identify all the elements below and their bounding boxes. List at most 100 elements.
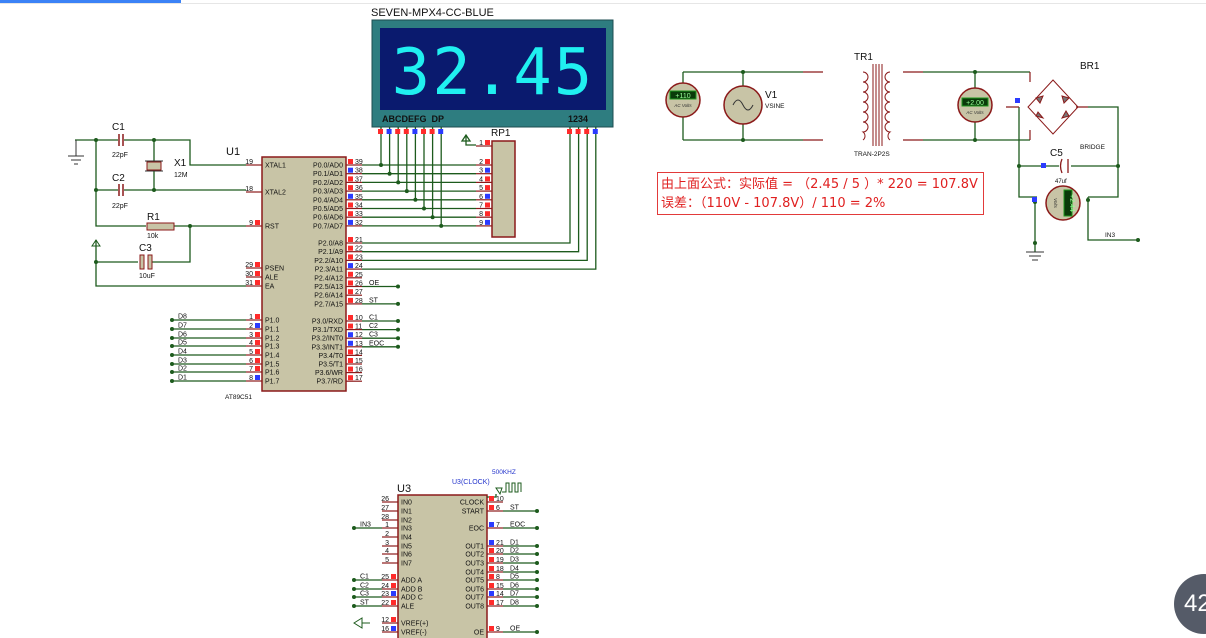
- display-digit-pin[interactable]: [362, 127, 598, 270]
- pin-vref-[interactable]: VREF(+)12: [381, 617, 428, 628]
- ac-voltmeter-primary[interactable]: +110 AC Volts: [665, 82, 701, 118]
- rp1-pin[interactable]: 4: [362, 176, 492, 183]
- rp1-pin[interactable]: 2: [362, 159, 492, 166]
- display-segment-pin[interactable]: [395, 127, 401, 185]
- rp1-pin[interactable]: 3: [362, 167, 492, 175]
- rp1-pin[interactable]: 5: [362, 185, 492, 192]
- u1-microcontroller[interactable]: U1 AT89C51: [225, 146, 347, 401]
- display-segment-pin[interactable]: [438, 127, 444, 228]
- capacitor-c2[interactable]: C2 22pF: [112, 173, 128, 210]
- sine-source-v1[interactable]: V1 VSINE: [723, 85, 785, 125]
- rp1-pin[interactable]: 7: [362, 202, 492, 210]
- crystal-x1[interactable]: X1 12M: [145, 158, 188, 179]
- pin-vref-[interactable]: VREF(-)16: [381, 626, 427, 637]
- capacitor-c1[interactable]: C1 22pF: [112, 122, 128, 159]
- resistor-r1[interactable]: R1 10k: [146, 212, 175, 240]
- display-segment-pin[interactable]: [386, 127, 392, 176]
- oscillator-reset-circuit[interactable]: C1 22pF C2 22pF X1 12M R1 10k C3 10uF: [68, 122, 246, 287]
- display-digit-pin[interactable]: [362, 127, 590, 262]
- seven-segment-display[interactable]: SEVEN-MPX4-CC-BLUE 32.45 ABCDEFG DP 1234: [371, 7, 614, 128]
- display-segment-pin[interactable]: [403, 127, 409, 194]
- display-segment-pin[interactable]: [421, 127, 426, 211]
- display-segment-pin[interactable]: [378, 127, 383, 167]
- rp1-pin[interactable]: 6: [362, 193, 492, 201]
- display-digit-pin[interactable]: [362, 127, 572, 244]
- u3-adc[interactable]: U3 U3(CLOCK) 500KHZ: [353, 469, 522, 638]
- transformer-tr1[interactable]: TR1 TRAN-2P2S: [854, 52, 892, 158]
- ac-voltmeter-secondary[interactable]: +2.00 AC Volts: [957, 87, 993, 123]
- rp1-pin[interactable]: 8: [362, 211, 492, 218]
- display-digit-pin[interactable]: [362, 127, 581, 253]
- rp1-pin[interactable]: 1: [476, 140, 492, 147]
- resistor-pack-rp1[interactable]: RP1: [460, 128, 516, 238]
- capacitor-c3[interactable]: C3 10uF: [139, 243, 155, 280]
- rp1-pin[interactable]: 9: [362, 219, 492, 227]
- bridge-rectifier-br1[interactable]: BR1 BRIDGE: [1027, 61, 1106, 151]
- dc-voltmeter[interactable]: +2.44 Volts: [1045, 185, 1081, 221]
- capacitor-c5[interactable]: C5 47uf: [1050, 148, 1069, 185]
